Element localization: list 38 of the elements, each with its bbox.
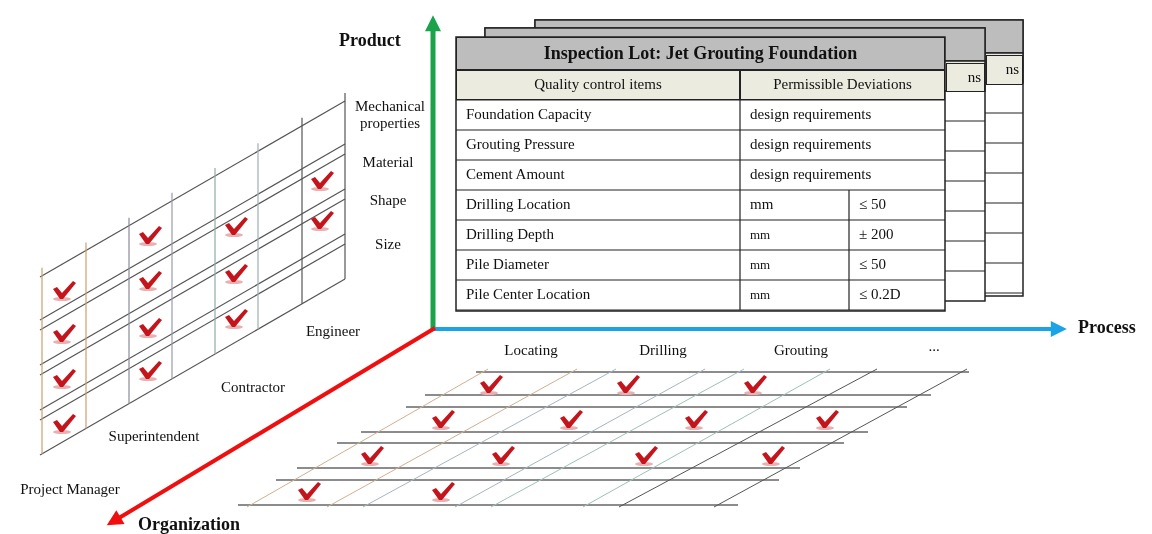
quality-item: Foundation Capacity [465, 105, 593, 125]
process-step-label: Locating [503, 341, 559, 361]
process-step-label: ... [927, 337, 941, 357]
deviation-value: design requirements [749, 165, 873, 185]
quality-item: Grouting Pressure [465, 135, 576, 155]
role-label: Contractor [219, 378, 287, 398]
quality-item: Pile Center Location [465, 285, 592, 305]
table-title: Inspection Lot: Jet Grouting Foundation [456, 37, 945, 70]
unit-label: mm [749, 285, 772, 304]
column-header: ns [986, 55, 1023, 85]
property-label: Mechanical properties [354, 96, 426, 133]
deviation-value: ≤ 0.2D [858, 285, 902, 305]
quality-item: Pile Diameter [465, 255, 550, 275]
deviation-value: ± 200 [858, 225, 895, 245]
property-label: Shape [368, 191, 408, 211]
property-label: Material [361, 153, 415, 173]
unit-label: mm [749, 195, 775, 215]
deviation-value: design requirements [749, 135, 873, 155]
process-step-label: Grouting [772, 341, 830, 361]
property-label: Size [374, 235, 402, 255]
axis-label: Product [338, 28, 402, 52]
deviation-value: ≤ 50 [858, 195, 887, 215]
column-header: Permissible Deviations [740, 70, 945, 100]
process-step-label: Drilling [638, 341, 688, 361]
unit-label: mm [749, 255, 772, 274]
unit-label: mm [749, 225, 772, 244]
axis-label: Process [1077, 315, 1137, 339]
deviation-value: design requirements [749, 105, 873, 125]
quality-item: Drilling Depth [465, 225, 555, 245]
quality-item: Cement Amount [465, 165, 566, 185]
role-label: Project Manager [19, 480, 121, 500]
deviation-value: ≤ 50 [858, 255, 887, 275]
column-header: ns [946, 63, 985, 92]
role-label: Engineer [304, 322, 362, 342]
quality-item: Drilling Location [465, 195, 572, 215]
role-label: Superintendent [107, 427, 201, 447]
axis-label: Organization [137, 512, 241, 534]
column-header: Quality control items [456, 70, 740, 100]
